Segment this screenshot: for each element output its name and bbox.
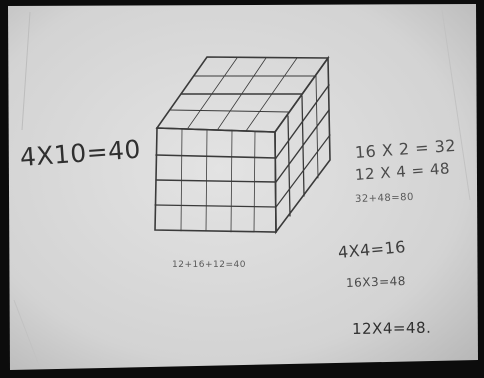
equation-sum-32-48: 32+48=80	[354, 191, 415, 205]
paper-fold-right	[441, 9, 471, 201]
equation-sum-12-16-12: 12+16+12=40	[172, 260, 246, 270]
paper-fold-left	[21, 11, 31, 131]
equation-16x3: 16X3=48	[345, 273, 407, 290]
equation-12x4-bottom: 12X4=48.	[351, 318, 432, 338]
paper-sheet	[8, 4, 478, 370]
paper-fold-bottom	[13, 299, 41, 369]
cube-side-face	[274, 55, 331, 235]
cube-drawing	[154, 55, 331, 235]
